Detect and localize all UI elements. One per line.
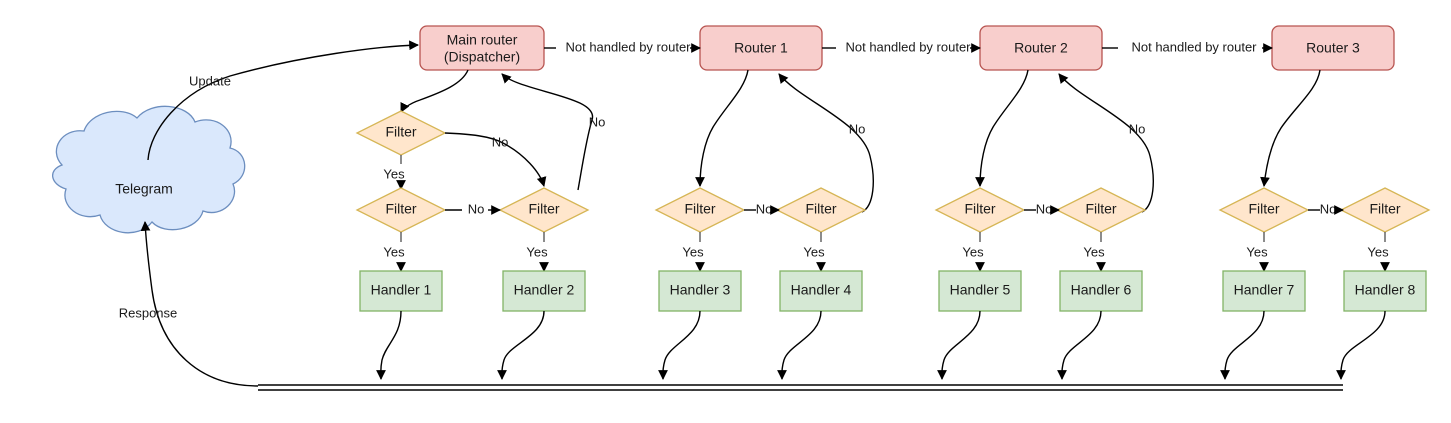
edge-r2-to-filter-f	[975, 69, 1029, 187]
handler-6-label: Handler 6	[1071, 282, 1132, 298]
edge-filter-g-no-to-r2	[1058, 73, 1154, 213]
edge-label-not-handled-1: Not handled by router	[565, 39, 691, 54]
handler-2-label: Handler 2	[514, 282, 575, 298]
handler-1-node[interactable]: Handler 1	[359, 270, 443, 312]
main-router-label-line1: Main router	[447, 32, 518, 48]
filter-e-node[interactable]: Filter	[775, 187, 867, 233]
handler-3-node[interactable]: Handler 3	[658, 270, 742, 312]
filter-a-node[interactable]: Filter	[355, 110, 447, 156]
filter-e-label: Filter	[805, 201, 836, 217]
edge-r3-to-filter-h	[1260, 69, 1321, 187]
edge-label-not-handled-2: Not handled by router	[845, 39, 971, 54]
handler-1-label: Handler 1	[371, 282, 432, 298]
handler-6-node[interactable]: Handler 6	[1059, 270, 1143, 312]
router-3-label: Router 3	[1306, 40, 1360, 56]
filter-d-node[interactable]: Filter	[654, 187, 746, 233]
filter-f-label: Filter	[964, 201, 995, 217]
router-3-node[interactable]: Router 3	[1271, 25, 1395, 71]
filter-g-label: Filter	[1085, 201, 1116, 217]
edge-label-no-d: No	[756, 201, 773, 216]
edge-handler-2-to-bus	[497, 310, 545, 380]
edge-label-yes-i: Yes	[1367, 244, 1389, 259]
edge-update	[147, 40, 419, 161]
edge-handler-1-to-bus	[376, 310, 402, 380]
handler-8-node[interactable]: Handler 8	[1343, 270, 1427, 312]
router-2-node[interactable]: Router 2	[979, 25, 1103, 71]
edge-label-no-back-r2: No	[1129, 121, 1146, 136]
filter-d-label: Filter	[684, 201, 715, 217]
handler-3-label: Handler 3	[670, 282, 731, 298]
edge-handler-8-to-bus	[1336, 310, 1386, 380]
handler-2-node[interactable]: Handler 2	[502, 270, 586, 312]
edge-filter-c-no-to-main	[501, 73, 593, 191]
edge-label-no-a: No	[492, 134, 509, 149]
edge-handler-7-to-bus	[1220, 310, 1265, 380]
edge-label-not-handled-3: Not handled by router	[1131, 39, 1257, 54]
edge-handler-6-to-bus	[1057, 310, 1102, 380]
edge-label-yes-b: Yes	[383, 244, 405, 259]
edge-r1-to-filter-d	[695, 69, 749, 187]
filter-h-label: Filter	[1248, 201, 1279, 217]
edge-response	[140, 221, 259, 387]
edge-label-response: Response	[119, 305, 178, 320]
telegram-cloud: Telegram	[52, 105, 246, 234]
filter-c-node[interactable]: Filter	[498, 187, 590, 233]
edge-label-update: Update	[189, 73, 231, 88]
filter-c-label: Filter	[528, 201, 559, 217]
router-1-label: Router 1	[734, 40, 788, 56]
router-1-node[interactable]: Router 1	[699, 25, 823, 71]
handler-7-node[interactable]: Handler 7	[1222, 270, 1306, 312]
handler-4-node[interactable]: Handler 4	[779, 270, 863, 312]
handler-4-label: Handler 4	[791, 282, 852, 298]
edge-label-no-h: No	[1320, 201, 1337, 216]
edge-handler-5-to-bus	[937, 310, 981, 380]
edge-label-yes-d: Yes	[682, 244, 704, 259]
edge-main-to-filter-a	[400, 69, 469, 113]
edge-label-no-back-main: No	[589, 114, 606, 129]
telegram-label: Telegram	[115, 181, 173, 197]
filter-i-label: Filter	[1369, 201, 1400, 217]
filter-i-node[interactable]: Filter	[1339, 187, 1431, 233]
edge-label-no-back-r1: No	[849, 121, 866, 136]
edge-handler-4-to-bus	[777, 310, 822, 380]
router-2-label: Router 2	[1014, 40, 1068, 56]
filter-g-node[interactable]: Filter	[1055, 187, 1147, 233]
edge-handler-3-to-bus	[658, 310, 701, 380]
edge-label-yes-h: Yes	[1246, 244, 1268, 259]
edge-label-no-b: No	[468, 201, 485, 216]
filter-b-label: Filter	[385, 201, 416, 217]
edge-label-yes-e: Yes	[803, 244, 825, 259]
main-router-node[interactable]: Main router (Dispatcher)	[419, 25, 545, 71]
handler-5-label: Handler 5	[950, 282, 1011, 298]
filter-a-label: Filter	[385, 124, 416, 140]
filter-h-node[interactable]: Filter	[1218, 187, 1310, 233]
filter-f-node[interactable]: Filter	[934, 187, 1026, 233]
edge-label-yes-f: Yes	[962, 244, 984, 259]
handler-5-node[interactable]: Handler 5	[938, 270, 1022, 312]
main-router-label-line2: (Dispatcher)	[444, 49, 520, 65]
edge-label-no-f: No	[1036, 201, 1053, 216]
edge-filter-a-no-to-c	[444, 132, 547, 187]
edge-filter-e-no-to-r1	[778, 73, 874, 213]
edge-label-yes-c: Yes	[526, 244, 548, 259]
filter-b-node[interactable]: Filter	[355, 187, 447, 233]
edge-label-yes-a: Yes	[383, 166, 405, 181]
handler-8-label: Handler 8	[1355, 282, 1416, 298]
edge-label-yes-g: Yes	[1083, 244, 1105, 259]
handler-7-label: Handler 7	[1234, 282, 1295, 298]
